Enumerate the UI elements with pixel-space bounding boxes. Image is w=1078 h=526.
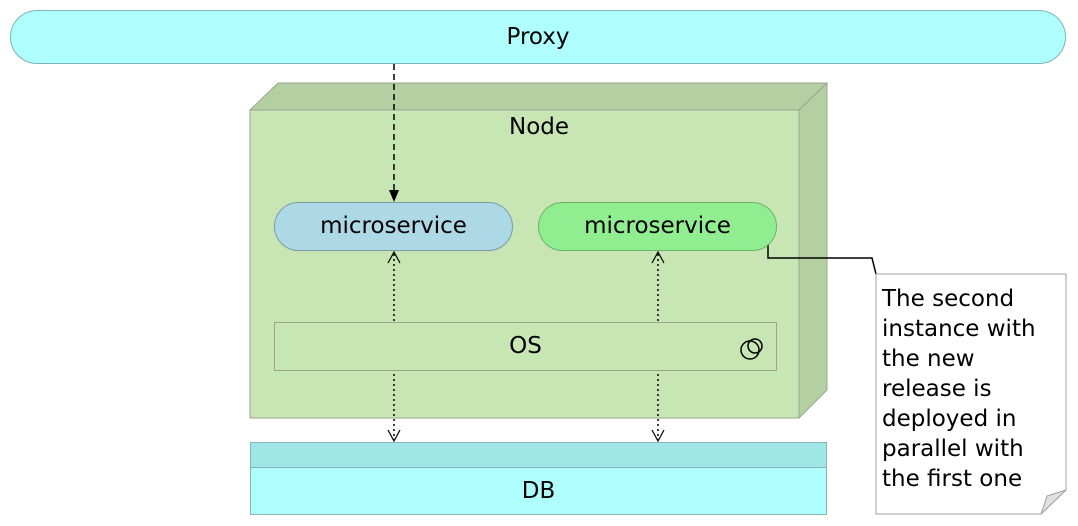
arrowhead-up-1 (387, 250, 401, 264)
arrowhead-down (389, 190, 399, 202)
node-box (249, 109, 800, 419)
microservice-old-label: microservice (320, 213, 467, 239)
microservice-new: microservice (538, 202, 777, 251)
microservice-new-label: microservice (584, 213, 731, 239)
microservice-old: microservice (274, 202, 513, 251)
arrowhead-down-2 (651, 429, 665, 443)
os-label: OS (509, 333, 542, 359)
note-fold (1040, 489, 1067, 515)
proxy-label: Proxy (506, 23, 570, 50)
note-text: The second instance with the new release… (882, 286, 1036, 492)
process-icon (740, 338, 763, 360)
db-header (250, 442, 827, 468)
node-label: Node (508, 114, 570, 140)
arrowhead-up-2 (651, 250, 665, 264)
proxy-node: Proxy (10, 10, 1066, 64)
db-label: DB (521, 477, 556, 504)
node-box-top (248, 82, 829, 111)
db-box: DB (250, 467, 827, 515)
os-box: OS (274, 322, 777, 371)
note-connector (767, 243, 877, 275)
arrowhead-down-1 (387, 429, 401, 443)
